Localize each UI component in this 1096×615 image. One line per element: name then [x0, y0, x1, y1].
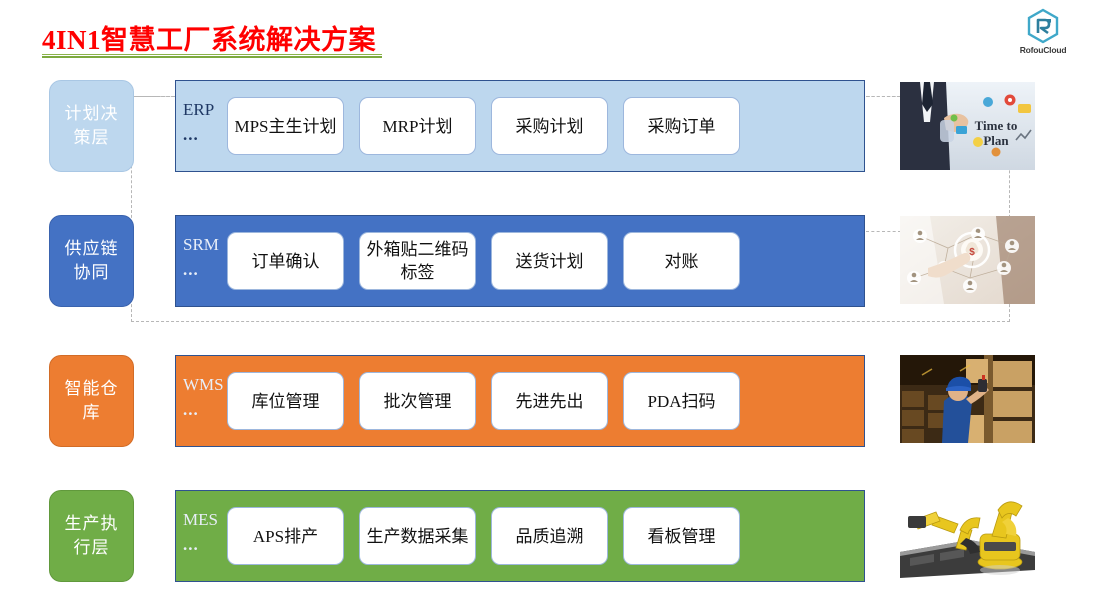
yellow-robot-arms-conveyor-photo: [900, 490, 1035, 578]
feature-card[interactable]: MPS主生计划: [227, 97, 344, 155]
layer-chip-planning[interactable]: 计划决策层: [49, 80, 134, 172]
layer-chip-label: 供应链协同: [64, 239, 119, 282]
layer-chip-supply-chain[interactable]: 供应链协同: [49, 215, 134, 307]
title-underline-rule: [42, 54, 382, 58]
feature-card[interactable]: 外箱贴二维码标签: [359, 232, 476, 290]
layer-chip-label: 计划决策层: [64, 104, 119, 147]
feature-card[interactable]: 订单确认: [227, 232, 344, 290]
layer-band-supply-chain: SRM ... 订单确认 外箱贴二维码标签 送货计划 对账: [175, 215, 865, 307]
feature-card-list: 订单确认 外箱贴二维码标签 送货计划 对账: [227, 232, 740, 290]
system-name-ellipsis: ...: [183, 535, 199, 554]
connector-row1-right: [866, 96, 901, 97]
layer-chip-production[interactable]: 生产执行层: [49, 490, 134, 582]
layer-chip-warehouse[interactable]: 智能仓库: [49, 355, 134, 447]
feature-card[interactable]: 生产数据采集: [359, 507, 476, 565]
feature-card[interactable]: 看板管理: [623, 507, 740, 565]
layer-row-production: 生产执行层 MES ... APS排产 生产数据采集 品质追溯 看板管理: [0, 490, 1096, 582]
layer-band-planning: ERP ... MPS主生计划 MRP计划 采购计划 采购订单: [175, 80, 865, 172]
feature-card-list: MPS主生计划 MRP计划 采购计划 采购订单: [227, 97, 740, 155]
brand-logo: RofouCloud: [1006, 8, 1080, 55]
photo1-caption-line2: Plan: [983, 133, 1009, 148]
system-name-text: WMS: [183, 375, 224, 394]
feature-card[interactable]: 送货计划: [491, 232, 608, 290]
layer-band-warehouse: WMS ... 库位管理 批次管理 先进先出 PDA扫码: [175, 355, 865, 447]
system-name-mes: MES ...: [183, 491, 227, 557]
feature-card[interactable]: 对账: [623, 232, 740, 290]
feature-card[interactable]: 采购计划: [491, 97, 608, 155]
layer-row-planning: 计划决策层 ERP ... MPS主生计划 MRP计划 采购计划 采购订单: [0, 80, 1096, 172]
warehouse-worker-scanning-photo: [900, 355, 1035, 443]
feature-card[interactable]: APS排产: [227, 507, 344, 565]
layer-chip-label: 智能仓库: [64, 379, 119, 422]
logo-wordmark: RofouCloud: [1019, 45, 1067, 55]
system-name-text: ERP: [183, 100, 214, 119]
system-name-erp: ERP ...: [183, 81, 227, 147]
svg-text:$: $: [969, 247, 975, 258]
hexagon-r-logo-icon: [1006, 8, 1080, 44]
system-name-srm: SRM ...: [183, 216, 227, 282]
feature-card[interactable]: 批次管理: [359, 372, 476, 430]
feature-card-list: APS排产 生产数据采集 品质追溯 看板管理: [227, 507, 740, 565]
system-name-ellipsis: ...: [183, 125, 199, 144]
feature-card[interactable]: 采购订单: [623, 97, 740, 155]
feature-card-list: 库位管理 批次管理 先进先出 PDA扫码: [227, 372, 740, 430]
hand-touching-money-network-photo: $: [900, 216, 1035, 304]
layer-chip-label: 生产执行层: [64, 514, 119, 557]
page-title: 4IN1智慧工厂系统解决方案: [42, 25, 377, 55]
feature-card[interactable]: 品质追溯: [491, 507, 608, 565]
system-name-wms: WMS ...: [183, 356, 227, 422]
photo1-caption-line1: Time to: [975, 118, 1018, 133]
layer-band-production: MES ... APS排产 生产数据采集 品质追溯 看板管理: [175, 490, 865, 582]
feature-card[interactable]: MRP计划: [359, 97, 476, 155]
system-name-text: SRM: [183, 235, 219, 254]
layer-row-warehouse: 智能仓库 WMS ... 库位管理 批次管理 先进先出 PDA扫码: [0, 355, 1096, 447]
connector-row2-right: [866, 231, 901, 232]
system-name-text: MES: [183, 510, 218, 529]
connector-row1-left: [134, 96, 175, 97]
feature-card[interactable]: PDA扫码: [623, 372, 740, 430]
feature-card[interactable]: 先进先出: [491, 372, 608, 430]
system-name-ellipsis: ...: [183, 260, 199, 279]
businessman-time-to-plan-photo: Time to Plan: [900, 82, 1035, 170]
layer-row-supply-chain: 供应链协同 SRM ... 订单确认 外箱贴二维码标签 送货计划 对账: [0, 215, 1096, 307]
feature-card[interactable]: 库位管理: [227, 372, 344, 430]
system-name-ellipsis: ...: [183, 400, 199, 419]
